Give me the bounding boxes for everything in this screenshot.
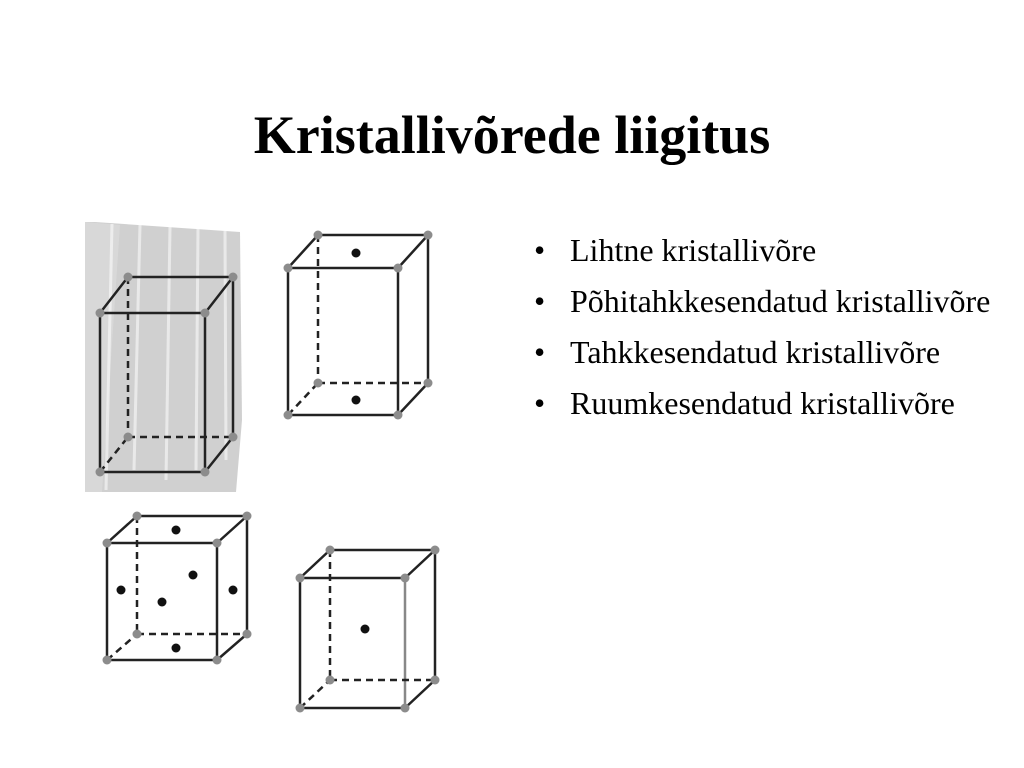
simple-lattice-nodes — [95, 272, 238, 477]
face-centered-lattice-nodes — [102, 511, 252, 665]
body-centered-lattice — [298, 548, 437, 710]
list-item: • Ruumkesendatud kristallivõre — [532, 385, 1002, 422]
bullet-text: Tahkkesendatud kristallivõre — [570, 334, 941, 370]
body-centered-lattice-nodes — [295, 545, 440, 713]
base-centered-lattice-nodes — [283, 230, 433, 420]
list-item: • Lihtne kristallivõre — [532, 232, 1002, 269]
face-centered-center-nodes — [116, 525, 238, 653]
lattice-shading — [85, 222, 242, 492]
bullet-list: • Lihtne kristallivõre • Põhitahkkesenda… — [532, 232, 1002, 436]
face-centered-lattice — [105, 514, 249, 662]
bullet-dot: • — [534, 334, 546, 370]
simple-lattice — [98, 275, 235, 474]
bullet-dot: • — [534, 283, 546, 319]
base-centered-lattice — [286, 233, 430, 417]
slide-title: Kristallivõrede liigitus — [253, 105, 771, 165]
bullet-dot: • — [534, 232, 546, 268]
body-centered-center-node — [360, 624, 370, 634]
list-item: • Põhitahkkesendatud kristallivõre — [532, 283, 1002, 320]
list-item: • Tahkkesendatud kristallivõre — [532, 334, 1002, 371]
bullet-text: Põhitahkkesendatud kristallivõre — [570, 283, 991, 319]
bullet-text: Lihtne kristallivõre — [570, 232, 817, 268]
bullet-dot: • — [534, 385, 546, 421]
bullet-text: Ruumkesendatud kristallivõre — [570, 385, 955, 421]
base-centered-center-nodes — [351, 248, 361, 405]
